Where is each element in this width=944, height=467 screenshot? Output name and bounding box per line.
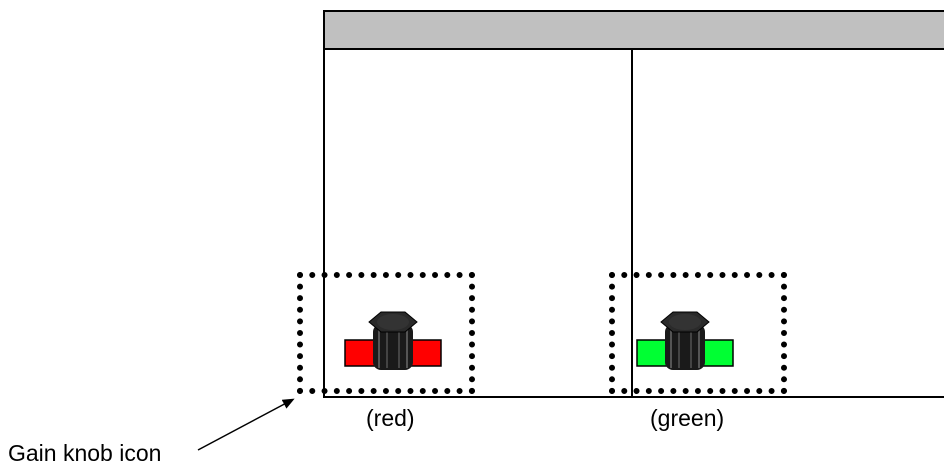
panel-divider <box>631 50 633 396</box>
knob-green-body <box>665 324 705 370</box>
gain-knob-green-icon[interactable] <box>635 310 735 370</box>
caption-green: (green) <box>650 405 725 431</box>
callout-box-green <box>609 272 787 394</box>
callout-box-red <box>297 272 475 394</box>
gain-knob-red-icon[interactable] <box>343 310 443 370</box>
window-titlebar <box>325 12 944 50</box>
annotation-label: Gain knob icon <box>8 440 162 466</box>
arrow-line <box>197 398 295 451</box>
knob-red-body <box>373 324 413 370</box>
caption-red: (red) <box>366 405 415 431</box>
app-window <box>323 10 944 398</box>
